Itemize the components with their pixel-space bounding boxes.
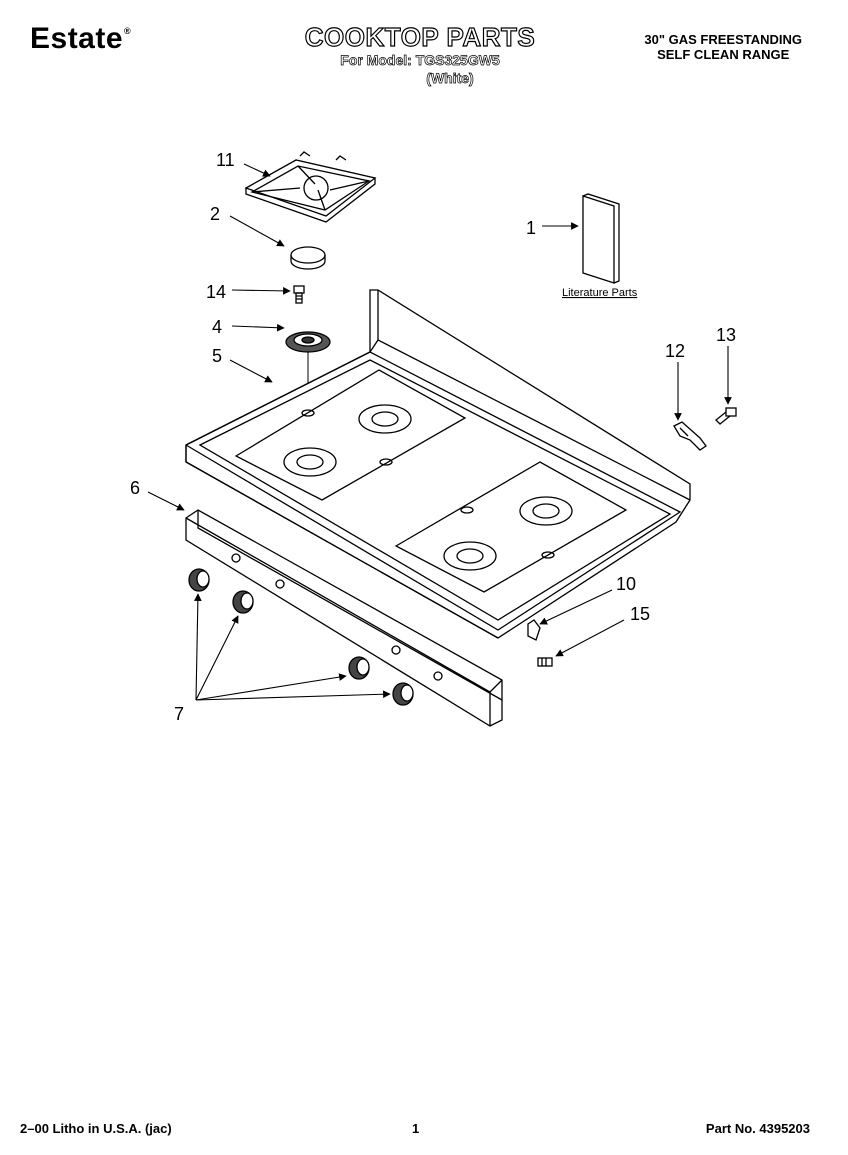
bracket-12 <box>673 421 707 451</box>
clip-10 <box>527 619 541 641</box>
literature-parts-card <box>582 193 620 284</box>
callout-1: 1 <box>526 218 536 238</box>
leader-lines <box>147 163 732 701</box>
callout-4: 4 <box>212 317 222 337</box>
brand-name: Estate <box>30 22 124 55</box>
screw-14 <box>293 285 305 304</box>
range-description: 30" GAS FREESTANDING SELF CLEAN RANGE <box>644 32 802 62</box>
burner-base <box>285 331 331 353</box>
burner-grate <box>244 151 377 223</box>
callout-10: 10 <box>616 574 636 594</box>
control-knob-2 <box>232 590 254 614</box>
screw-13 <box>715 407 737 425</box>
cooktop-main <box>185 289 691 639</box>
callout-12: 12 <box>665 341 685 361</box>
screw-15 <box>537 657 553 667</box>
model-color: (White) <box>426 70 474 87</box>
control-knob-4 <box>392 682 414 706</box>
range-line-2: SELF CLEAN RANGE <box>657 47 790 62</box>
callout-labels: 11 2 14 4 5 1 Literature Parts 6 12 13 1… <box>130 150 736 724</box>
callout-15: 15 <box>630 604 650 624</box>
control-knob-1 <box>188 568 210 592</box>
burner-cap <box>290 246 326 270</box>
literature-parts-label: Literature Parts <box>562 287 638 299</box>
callout-5: 5 <box>212 346 222 366</box>
brand-registered-mark: ® <box>124 26 132 36</box>
page-title: COOKTOP PARTS <box>304 21 536 52</box>
control-knob-3 <box>348 656 370 680</box>
callout-13: 13 <box>716 325 736 345</box>
callout-11: 11 <box>216 150 235 170</box>
brand-logo: Estate® <box>30 22 131 56</box>
page-number: 1 <box>412 1121 420 1136</box>
model-number: For Model: TGS325GW5 <box>340 52 500 69</box>
callout-6: 6 <box>130 478 140 498</box>
control-panel <box>185 509 503 727</box>
callout-2: 2 <box>210 204 220 224</box>
range-line-1: 30" GAS FREESTANDING <box>644 32 802 47</box>
part-number: Part No. 4395203 <box>705 1121 810 1136</box>
litho-note: 2–00 Litho in U.S.A. (jac) <box>20 1121 172 1136</box>
callout-7: 7 <box>174 704 184 724</box>
callout-14: 14 <box>206 282 226 302</box>
